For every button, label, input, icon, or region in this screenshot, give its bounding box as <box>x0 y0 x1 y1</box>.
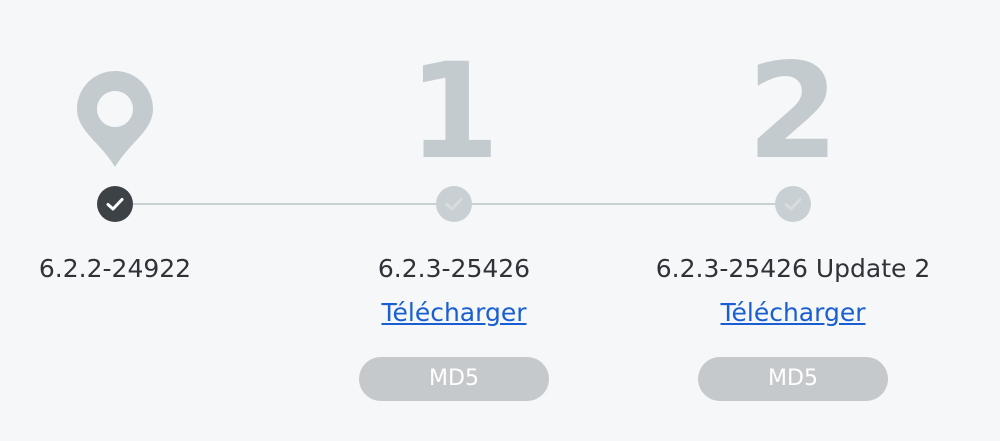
timeline-step-1: 1 6.2.3-25426 Télécharger MD5 <box>304 0 604 441</box>
check-icon <box>445 198 463 211</box>
version-label: 6.2.3-25426 Update 2 <box>655 254 931 283</box>
version-label: 6.2.3-25426 <box>377 254 531 283</box>
step-pending-dot <box>775 186 811 222</box>
timeline-step-current: 6.2.2-24922 <box>0 0 265 441</box>
step-marker <box>0 55 265 170</box>
step-pending-dot <box>436 186 472 222</box>
step-done-dot <box>97 186 133 222</box>
step-number: 1 <box>408 35 500 189</box>
download-link[interactable]: Télécharger <box>381 298 527 327</box>
step-marker: 2 <box>643 35 943 189</box>
location-pin-icon <box>77 71 153 167</box>
step-number: 2 <box>747 35 839 189</box>
version-label: 6.2.2-24922 <box>38 254 192 283</box>
md5-button[interactable]: MD5 <box>359 357 549 401</box>
md5-button[interactable]: MD5 <box>698 357 888 401</box>
check-icon <box>106 198 124 211</box>
check-icon <box>784 198 802 211</box>
download-link[interactable]: Télécharger <box>720 298 866 327</box>
step-marker: 1 <box>304 35 604 189</box>
timeline-step-2: 2 6.2.3-25426 Update 2 Télécharger MD5 <box>643 0 943 441</box>
